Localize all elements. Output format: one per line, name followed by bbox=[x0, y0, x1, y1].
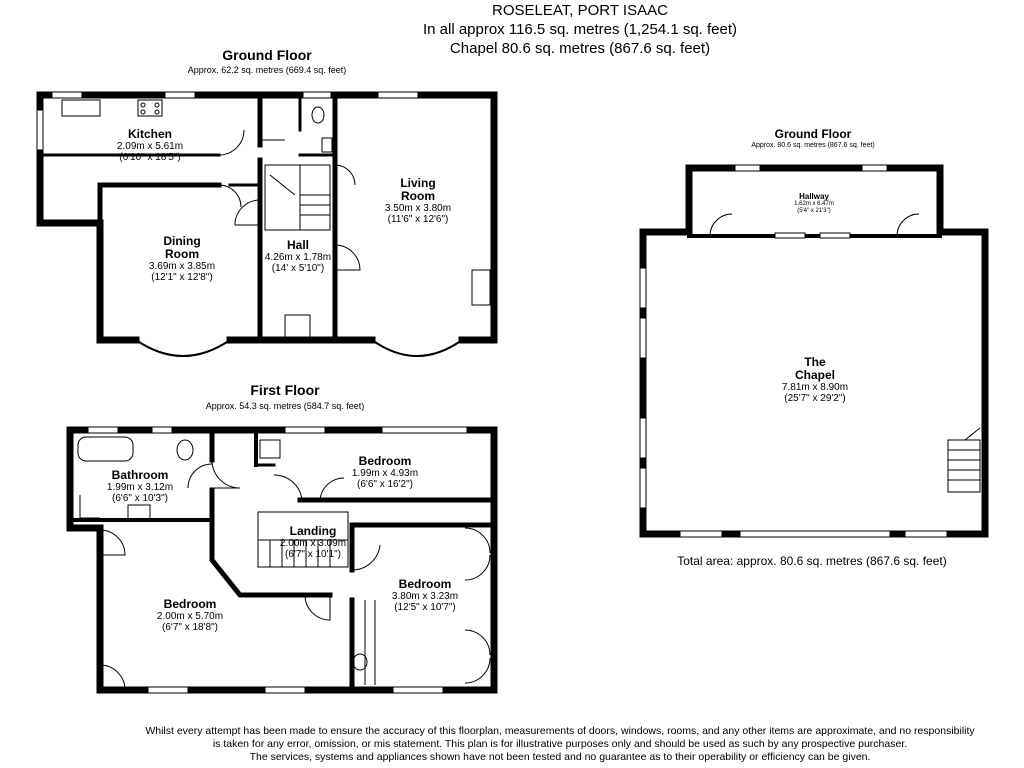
bathroom-metric: 1.99m x 3.12m bbox=[106, 482, 174, 493]
room-kitchen: Kitchen 2.09m x 5.61m (6'10" x 18'5") bbox=[100, 127, 200, 164]
disclaimer-line-1: Whilst every attempt has been made to en… bbox=[145, 725, 975, 737]
room-bathroom: Bathroom 1.99m x 3.12m (6'6" x 10'3") bbox=[90, 468, 190, 505]
house-first-heading: First Floor bbox=[250, 382, 320, 398]
chapel-imperial: (25'7" x 29'2") bbox=[784, 393, 846, 404]
house-ground-doors bbox=[218, 129, 361, 340]
house-ground-heading: Ground Floor bbox=[222, 47, 312, 63]
chapel-ground-heading: Ground Floor bbox=[774, 127, 852, 141]
house-ground-windows bbox=[36, 91, 419, 151]
landing-stairs bbox=[257, 511, 376, 685]
living-name-2: Room bbox=[401, 189, 435, 203]
hall-name: Hall bbox=[286, 238, 309, 252]
room-bedroom-2: Bedroom 3.80m x 3.23m (12'5" x 10'7") bbox=[375, 577, 475, 614]
hall-metric: 4.26m x 1.78m bbox=[264, 252, 332, 263]
chapel-windows bbox=[639, 164, 948, 538]
house-ground-area: Approx. 62.2 sq. metres (669.4 sq. feet) bbox=[187, 65, 347, 75]
dining-bay-window bbox=[135, 339, 231, 357]
total-area-line: In all approx 116.5 sq. metres (1,254.1 … bbox=[422, 21, 738, 38]
hallway-imperial: (5'4" x 21'3") bbox=[797, 208, 831, 214]
bathroom-fittings bbox=[77, 436, 368, 671]
hallway-name: Hallway bbox=[799, 192, 829, 201]
bedroom-1-metric: 1.99m x 4.93m bbox=[351, 468, 419, 479]
house-first-doors bbox=[99, 459, 491, 691]
dining-name-1: Dining bbox=[163, 234, 201, 248]
dining-metric: 3.69m x 3.85m bbox=[148, 261, 216, 272]
house-ground-walls bbox=[36, 91, 498, 344]
chapel-area-line: Chapel 80.6 sq. metres (867.6 sq. feet) bbox=[449, 40, 711, 57]
bedroom-3-metric: 2.00m x 5.70m bbox=[156, 611, 224, 622]
disclaimer-line-2: is taken for any error, omission, or mis… bbox=[212, 738, 908, 750]
kitchen-fittings bbox=[61, 99, 491, 306]
kitchen-metric: 2.09m x 5.61m bbox=[116, 141, 184, 152]
bedroom-1-name: Bedroom bbox=[358, 454, 412, 468]
living-metric: 3.50m x 3.80m bbox=[384, 203, 452, 214]
dining-name-2: Room bbox=[165, 247, 199, 261]
bedroom-3-name: Bedroom bbox=[163, 597, 217, 611]
living-name-1: Living bbox=[400, 176, 436, 190]
house-first-windows bbox=[87, 426, 468, 694]
chapel-name-2: Chapel bbox=[794, 368, 835, 382]
room-dining: Dining Room 3.69m x 3.85m (12'1" x 12'8"… bbox=[132, 234, 232, 284]
room-hallway: Hallway 1.62m x 6.47m (5'4" x 21'3") bbox=[774, 192, 854, 215]
room-living: Living Room 3.50m x 3.80m (11'6" x 12'6"… bbox=[368, 176, 468, 226]
room-bedroom-3: Bedroom 2.00m x 5.70m (6'7" x 18'8") bbox=[140, 597, 240, 634]
chapel-ground-area: Approx. 80.6 sq. metres (867.6 sq. feet) bbox=[751, 142, 875, 149]
bathroom-name: Bathroom bbox=[111, 468, 169, 482]
living-imperial: (11'6" x 12'6") bbox=[387, 214, 449, 225]
chapel-total-area: Total area: approx. 80.6 sq. metres (867… bbox=[677, 554, 947, 568]
chapel-name-1: The bbox=[804, 355, 826, 369]
hall-stairs bbox=[264, 164, 331, 231]
bedroom-3-imperial: (6'7" x 18'8") bbox=[162, 622, 218, 633]
landing-name: Landing bbox=[289, 524, 337, 538]
kitchen-imperial: (6'10" x 18'5") bbox=[119, 152, 181, 163]
hall-imperial: (14' x 5'10") bbox=[271, 263, 325, 274]
plan-title: ROSELEAT, PORT ISAAC bbox=[492, 2, 668, 19]
bathroom-imperial: (6'6" x 10'3") bbox=[112, 493, 168, 504]
dining-imperial: (12'1" x 12'8") bbox=[151, 272, 213, 283]
chapel-stairs bbox=[947, 427, 981, 493]
landing-imperial: (6'7" x 10'1") bbox=[285, 549, 341, 560]
house-first-area: Approx. 54.3 sq. metres (584.7 sq. feet) bbox=[205, 401, 365, 411]
disclaimer-line-3: The services, systems and appliances sho… bbox=[249, 751, 871, 763]
room-chapel: The Chapel 7.81m x 8.90m (25'7" x 29'2") bbox=[760, 355, 870, 405]
bedroom-1-imperial: (6'6" x 16'2") bbox=[357, 479, 413, 490]
landing-metric: 2.00m x 3.09m bbox=[279, 538, 347, 549]
chapel-metric: 7.81m x 8.90m bbox=[781, 382, 849, 393]
bedroom-2-metric: 3.80m x 3.23m bbox=[391, 591, 459, 602]
room-hall: Hall 4.26m x 1.78m (14' x 5'10") bbox=[258, 238, 338, 275]
chapel-doors bbox=[709, 213, 920, 237]
bedroom-2-imperial: (12'5" x 10'7") bbox=[394, 602, 456, 613]
chapel-walls bbox=[639, 164, 989, 538]
disclaimer: Whilst every attempt has been made to en… bbox=[0, 725, 1024, 764]
room-bedroom-1: Bedroom 1.99m x 4.93m (6'6" x 16'2") bbox=[335, 454, 435, 491]
living-bay-window bbox=[371, 339, 463, 357]
kitchen-name: Kitchen bbox=[127, 127, 172, 141]
bedroom-2-name: Bedroom bbox=[398, 577, 452, 591]
hallway-metric: 1.62m x 6.47m bbox=[794, 201, 834, 207]
room-landing: Landing 2.00m x 3.09m (6'7" x 10'1") bbox=[268, 524, 358, 561]
